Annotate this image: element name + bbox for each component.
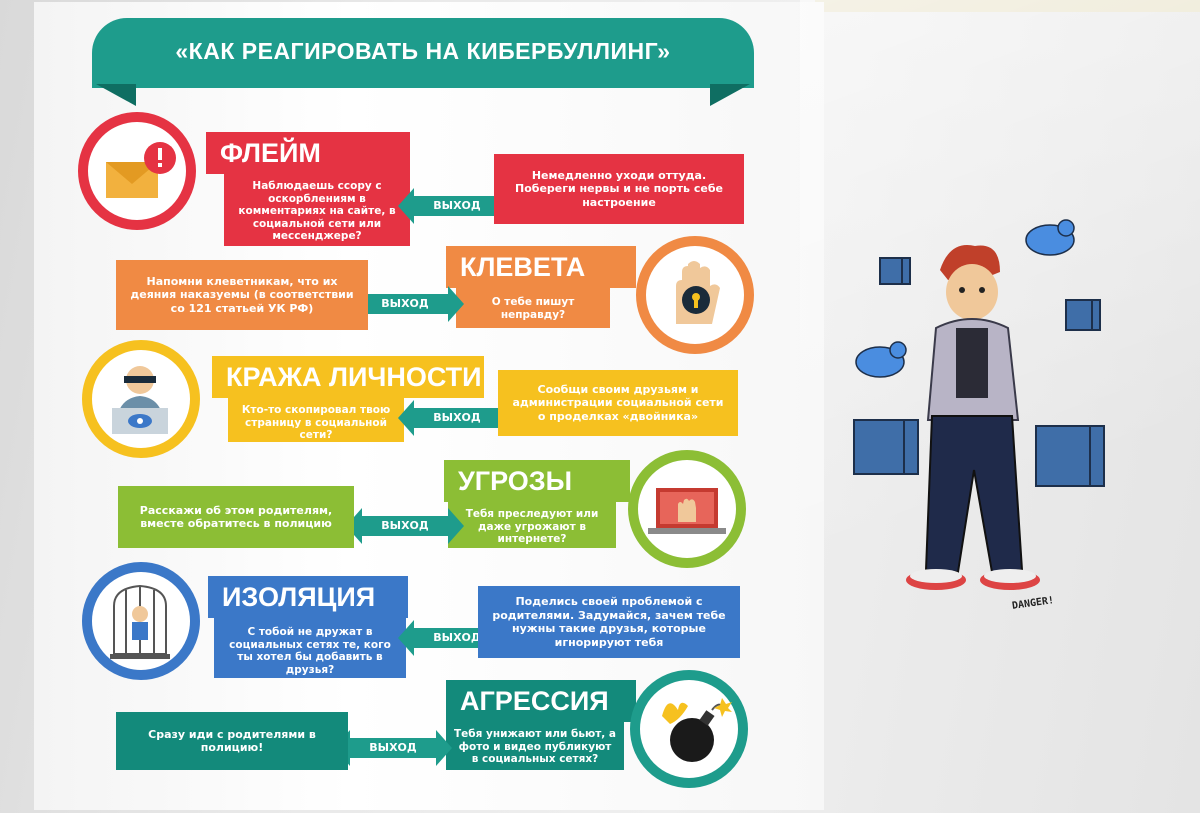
identity-exit-arrow: ВЫХОД bbox=[398, 400, 516, 436]
identity-circle bbox=[82, 340, 200, 458]
threats-exit-arrow: ВЫХОД bbox=[346, 508, 464, 544]
aggression-question: Тебя унижают или бьют, а фото и видео пу… bbox=[446, 722, 624, 770]
flame-question: Наблюдаешь ссору с оскорблениям в коммен… bbox=[224, 174, 410, 246]
aggression-circle bbox=[630, 670, 748, 788]
envelope-alert-icon bbox=[106, 142, 176, 198]
isolation-answer: Поделись своей проблемой с родителями. З… bbox=[478, 586, 740, 658]
laptop-hand-icon bbox=[648, 488, 726, 534]
identity-exit-label: ВЫХОД bbox=[433, 411, 481, 424]
isolation-exit-label: ВЫХОД bbox=[433, 631, 481, 644]
aggression-heading: АГРЕССИЯ bbox=[446, 680, 636, 722]
threats-circle bbox=[628, 450, 746, 568]
slander-answer: Напомни клеветникам, что их деяния наказ… bbox=[116, 260, 368, 330]
flame-exit-label: ВЫХОД bbox=[433, 199, 481, 212]
threats-exit-label: ВЫХОД bbox=[381, 519, 429, 532]
infographic-title: «КАК РЕАГИРОВАТЬ НА КИБЕРБУЛЛИНГ» bbox=[175, 38, 671, 64]
flame-exit-arrow: ВЫХОД bbox=[398, 188, 516, 224]
identity-heading: КРАЖА ЛИЧНОСТИ bbox=[212, 356, 484, 398]
hacker-eye-icon bbox=[112, 366, 168, 434]
isolation-circle bbox=[82, 562, 200, 680]
slander-exit-arrow: ВЫХОД bbox=[346, 286, 464, 322]
ribbon-fold-left bbox=[96, 84, 136, 106]
identity-answer: Сообщи своим друзьям и администрации соц… bbox=[498, 370, 738, 436]
slander-exit-label: ВЫХОД bbox=[381, 297, 429, 310]
aggression-exit-arrow: ВЫХОД bbox=[334, 730, 452, 766]
bomb-icon bbox=[662, 698, 732, 762]
flame-answer: Немедленно уходи оттуда. Побереги нервы … bbox=[494, 154, 744, 224]
threats-question: Тебя преследуют или даже угрожают в инте… bbox=[448, 502, 616, 548]
threats-answer: Расскажи об этом родителям, вместе обрат… bbox=[118, 486, 354, 548]
slander-heading: КЛЕВЕТА bbox=[446, 246, 636, 288]
flame-circle bbox=[78, 112, 196, 230]
caged-person-icon bbox=[110, 584, 170, 659]
flame-heading: ФЛЕЙМ bbox=[206, 132, 410, 174]
threats-heading: УГРОЗЫ bbox=[444, 460, 630, 502]
slander-question: О тебе пишут неправду? bbox=[456, 288, 610, 328]
ribbon-fold-right bbox=[710, 84, 750, 106]
bullied-boy-illustration bbox=[853, 219, 1105, 590]
isolation-heading: ИЗОЛЯЦИЯ bbox=[208, 576, 408, 618]
identity-question: Кто-то скопировал твою страницу в социал… bbox=[228, 398, 404, 442]
isolation-question: С тобой не дружат в социальных сетях те,… bbox=[214, 618, 406, 678]
aggression-exit-label: ВЫХОД bbox=[369, 741, 417, 754]
aggression-answer: Сразу иди с родителями в полицию! bbox=[116, 712, 348, 770]
title-ribbon bbox=[92, 18, 754, 88]
bird-icons bbox=[855, 219, 1075, 378]
hand-lock-icon bbox=[676, 261, 720, 324]
slander-circle bbox=[636, 236, 754, 354]
